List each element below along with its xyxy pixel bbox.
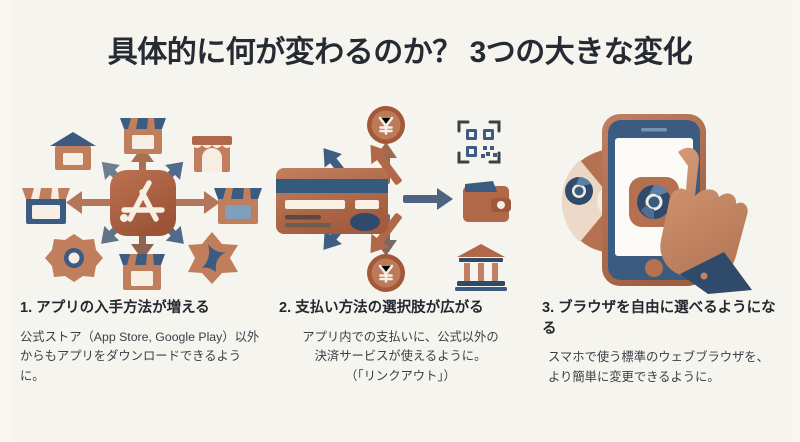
column-2-body-line: （「リンクアウト」） [345, 369, 456, 384]
column-3-heading: 3. ブラウザを自由に選べるようになる [542, 300, 776, 337]
badge-star-icon [45, 234, 103, 282]
column-2-body: アプリ内での支払いに、公式以外の 決済サービスが使えるように。 （「リンクアウト… [279, 328, 522, 388]
column-payment-options: 2. 支払い方法の選択肢が広がる アプリ内での支払いに、公式以外の 決済サービス… [271, 104, 528, 434]
column-3-text: 3. ブラウザを自由に選べるようになる スマホで使う標準のウェブブラウザを、より… [528, 294, 785, 388]
wallet-icon [463, 181, 511, 222]
bank-icon [455, 244, 507, 291]
column-2-body-line: アプリ内での支払いに、公式以外の [302, 329, 499, 344]
qr-code-icon [457, 120, 501, 164]
column-app-distribution: 1. アプリの入手方法が増える 公式ストア（App Store, Google … [14, 104, 271, 434]
browser-choice-illustration [528, 104, 785, 294]
column-1-text: 1. アプリの入手方法が増える 公式ストア（App Store, Google … [14, 294, 271, 387]
app-store-icon [110, 170, 176, 236]
browser-chrome-icon [629, 177, 679, 227]
yen-coin-icon [367, 254, 405, 292]
yen-coin-icon [367, 106, 405, 144]
page-title: 具体的に何が変わるのか？ 3つの大きな変化 [107, 36, 693, 69]
storefront-icon [214, 188, 262, 224]
column-1-body: 公式ストア（App Store, Google Play）以外からもアプリをダウ… [20, 329, 260, 384]
column-1-heading: 1. アプリの入手方法が増える [20, 300, 210, 316]
credit-card-icon [276, 168, 388, 234]
payment-arrows [323, 142, 453, 256]
payment-options-illustration [271, 104, 528, 294]
storefront-icon [120, 118, 166, 154]
storefront-icon [22, 188, 70, 224]
three-column-layout: 1. アプリの入手方法が増える 公式ストア（App Store, Google … [14, 104, 786, 434]
column-3-body: スマホで使う標準のウェブブラウザを、より簡単に変更できるように。 [548, 350, 769, 385]
browser-chrome-icon [565, 177, 593, 205]
hand-tap-icon [660, 147, 752, 294]
column-2-text: 2. 支払い方法の選択肢が広がる アプリ内での支払いに、公式以外の 決済サービス… [271, 294, 528, 387]
column-2-heading: 2. 支払い方法の選択肢が広がる [279, 300, 484, 316]
storefront-icon [119, 254, 165, 290]
column-2-body-line: 決済サービスが使えるように。 [314, 349, 487, 364]
storefront-icon [192, 136, 232, 172]
column-browser-choice: 3. ブラウザを自由に選べるようになる スマホで使う標準のウェブブラウザを、より… [528, 104, 785, 434]
app-store-distribution-illustration [14, 104, 271, 294]
burst-star-icon [188, 232, 238, 284]
storefront-icon [50, 132, 96, 170]
